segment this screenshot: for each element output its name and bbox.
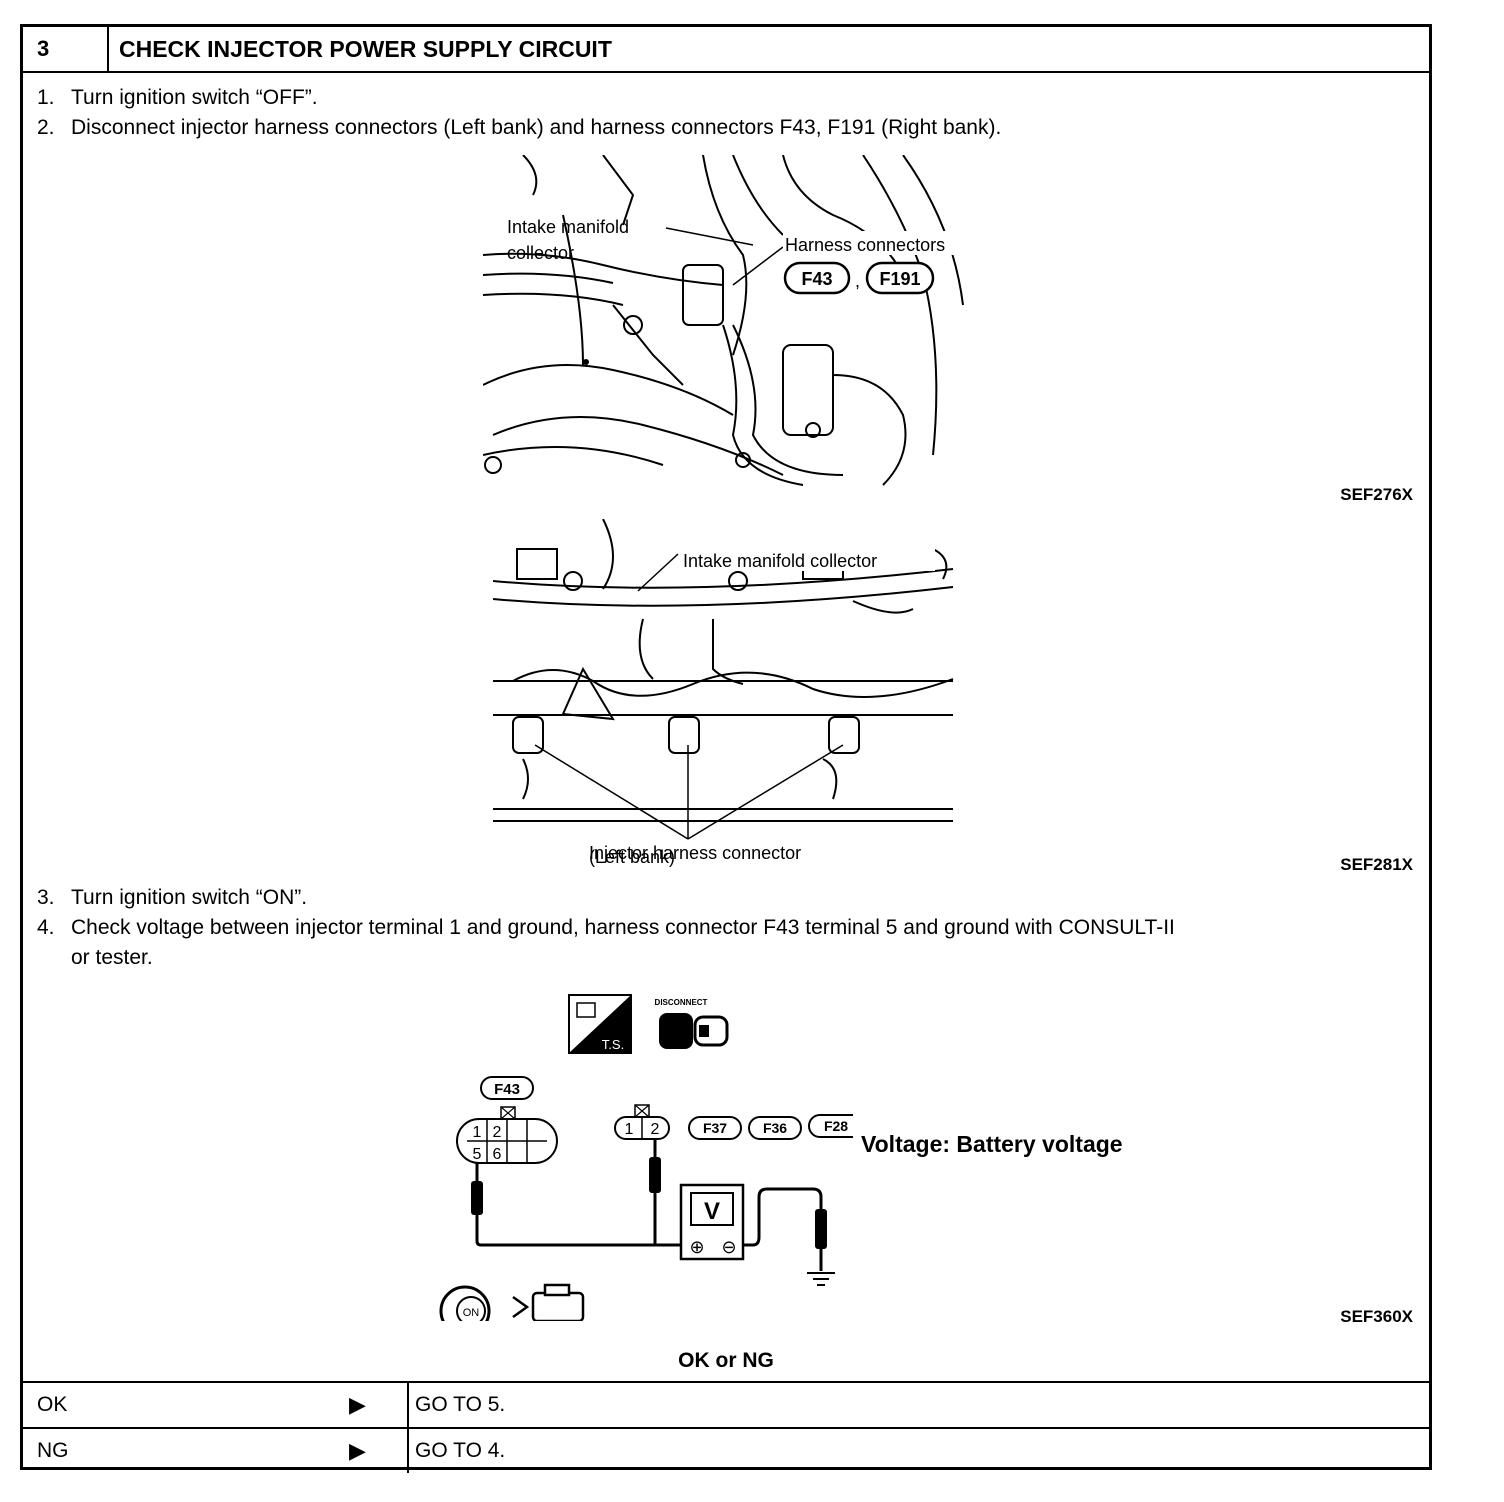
step-number: 3: [23, 27, 109, 71]
f43-pin-6: 6: [493, 1146, 502, 1163]
engine-icon: [512, 1283, 585, 1321]
result-row-ok: OK ▶ GO TO 5.: [23, 1383, 1429, 1427]
connector-f191-label: F191: [879, 269, 920, 289]
label-collector: collector: [507, 243, 574, 263]
connector-f36-label: F36: [763, 1120, 787, 1136]
result-table: OK ▶ GO TO 5. NG ▶ GO TO 4.: [23, 1381, 1429, 1473]
label-left-bank: (Left bank): [589, 847, 676, 867]
step-header: 3 CHECK INJECTOR POWER SUPPLY CIRCUIT: [23, 27, 1429, 73]
meter-label: V: [704, 1198, 720, 1225]
meter-minus: ⊖: [721, 1237, 736, 1257]
result-action: GO TO 4.: [415, 1439, 506, 1462]
instruction-text: Disconnect injector harness connectors (…: [71, 116, 1002, 139]
f43-pin-5: 5: [473, 1146, 482, 1163]
connector-separator: ,: [855, 271, 860, 291]
procedure-frame: 3 CHECK INJECTOR POWER SUPPLY CIRCUIT 1.…: [20, 24, 1432, 1473]
connector-f43-label: F43: [801, 269, 832, 289]
instruction-4-continued: or tester.: [37, 943, 153, 973]
arrow-right-icon: ▶: [349, 1438, 366, 1463]
voltage-spec: Voltage: Battery voltage: [861, 1131, 1123, 1157]
instruction-text: Check voltage between injector terminal …: [71, 916, 1175, 939]
meter-plus: ⊕: [689, 1237, 704, 1257]
instruction-1: 1. Turn ignition switch “OFF”.: [37, 83, 318, 113]
figure-code-sef276x: SEF276X: [1340, 485, 1413, 504]
tester-icon: T.S.: [568, 994, 632, 1054]
result-label: NG: [37, 1439, 69, 1462]
label-harness-connectors: Harness connectors: [785, 235, 945, 255]
instruction-text: Turn ignition switch “OFF”.: [71, 86, 318, 109]
ignition-key-icon: ON: [439, 1285, 491, 1321]
instruction-number: 1.: [37, 86, 55, 109]
result-label: OK: [37, 1393, 68, 1416]
label-intake-manifold: Intake manifold: [507, 217, 629, 237]
step-title: CHECK INJECTOR POWER SUPPLY CIRCUIT: [119, 36, 612, 62]
instruction-3: 3. Turn ignition switch “ON”.: [37, 883, 307, 913]
injector-pin-1: 1: [625, 1121, 634, 1138]
connector-f37-label: F37: [703, 1120, 727, 1136]
f43-connector-label: F43: [494, 1081, 520, 1098]
instruction-number: 4.: [37, 916, 55, 939]
label-injector-harness-connector: Injector harness connector: [589, 843, 801, 863]
column-divider: [407, 1383, 409, 1427]
injector-pin-2: 2: [651, 1121, 660, 1138]
f43-pin-2: 2: [493, 1124, 502, 1141]
figure-code-sef281x: SEF281X: [1340, 855, 1413, 874]
ignition-on-label: ON: [463, 1307, 480, 1319]
result-row-ng: NG ▶ GO TO 4.: [23, 1427, 1429, 1473]
result-action: GO TO 5.: [415, 1393, 506, 1416]
instruction-text: or tester.: [71, 946, 153, 969]
instruction-2: 2. Disconnect injector harness connectors…: [37, 113, 1001, 143]
label-intake-manifold-collector: Intake manifold collector: [683, 551, 877, 571]
instruction-number: 2.: [37, 116, 55, 139]
ts-label: T.S.: [602, 1037, 624, 1052]
instruction-4: 4. Check voltage between injector termina…: [37, 913, 1175, 943]
instruction-text: Turn ignition switch “ON”.: [71, 886, 308, 909]
column-divider: [407, 1429, 409, 1473]
figure-harness-connectors: Intake manifold collector Harness connec…: [483, 155, 973, 486]
figure-injector-connectors: Intake manifold collector Injector harne…: [493, 519, 954, 865]
arrow-right-icon: ▶: [349, 1392, 366, 1417]
instruction-number: 3.: [37, 886, 55, 909]
result-title: OK or NG: [678, 1349, 774, 1372]
f43-pin-1: 1: [473, 1124, 482, 1141]
connector-f28-label: F28: [824, 1118, 848, 1134]
disconnect-label: DISCONNECT: [655, 998, 708, 1007]
figure-code-sef360x: SEF360X: [1340, 1307, 1413, 1326]
disconnect-icon: DISCONNECT: [655, 998, 729, 1049]
voltmeter-icon: V ⊕ ⊖: [679, 1183, 745, 1261]
figure-voltage-check: T.S. DISCONNECT F43 1 2 5 6 1 2: [439, 994, 853, 1321]
